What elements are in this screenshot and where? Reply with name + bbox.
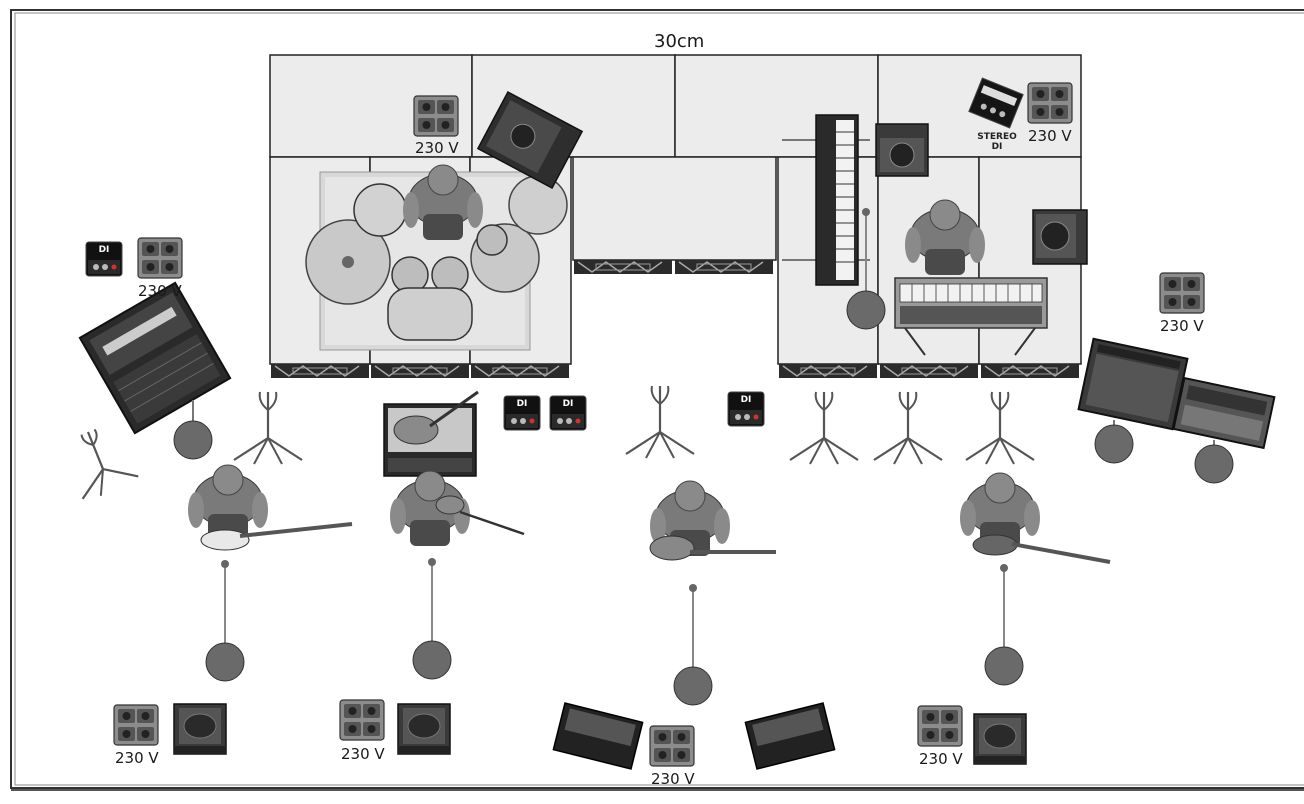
- stereo-di-label: STEREO DI: [977, 132, 1017, 152]
- power-socket-icon: [137, 237, 183, 279]
- power-label: 230 V: [651, 770, 695, 788]
- side-monitor-icon: [1032, 209, 1088, 265]
- power-socket-icon: [339, 699, 385, 741]
- outer-frame: [10, 9, 1304, 791]
- vocal-mic-stand-icon: [412, 557, 452, 680]
- monitor-wedge-icon: [552, 702, 644, 770]
- power-socket-icon: [1027, 82, 1073, 124]
- di-box-label: DI: [516, 399, 528, 409]
- violin-icon: [435, 495, 525, 536]
- stage-width-label: 30cm: [654, 31, 705, 52]
- power-socket-icon: [413, 95, 459, 137]
- bass-amplifier-icon: [78, 281, 232, 435]
- monitor-wedge-icon: [973, 713, 1027, 765]
- power-label: 230 V: [1160, 317, 1204, 335]
- bass-musician-icon: [187, 464, 269, 541]
- power-label: 230 V: [138, 282, 182, 300]
- monitor-wedge-icon: [173, 703, 227, 755]
- vocal-mic-stand-icon: [205, 559, 245, 682]
- boom-stand-icon: [788, 390, 860, 466]
- boom-stand-icon: [624, 384, 696, 460]
- di-box-label: DI: [562, 399, 574, 409]
- boom-stand-icon: [80, 428, 139, 500]
- keyboard-monitor-icon: [875, 123, 929, 177]
- power-socket-icon: [1159, 272, 1205, 314]
- di-box-label: DI: [740, 395, 752, 405]
- bass-guitar-icon: [200, 522, 353, 551]
- boom-stand-icon: [872, 390, 944, 466]
- boom-stand-icon: [232, 390, 304, 466]
- stereo-di-box-icon: [968, 77, 1024, 129]
- power-label: 230 V: [341, 745, 385, 763]
- power-label: 230 V: [115, 749, 159, 767]
- electric-guitar-icon: [972, 534, 1111, 564]
- stage-piano-icon: [782, 114, 870, 286]
- power-label: 230 V: [415, 139, 459, 157]
- monitor-wedge-icon: [744, 702, 836, 770]
- monitor-wedge-icon: [397, 703, 451, 755]
- guitar-amplifier-icon: [1172, 376, 1276, 450]
- violin-case-icon: [383, 390, 479, 477]
- power-label: 230 V: [1028, 127, 1072, 145]
- power-socket-icon: [917, 705, 963, 747]
- keyboard-icon: [894, 277, 1048, 356]
- vocal-mic-stand-icon: [673, 583, 713, 706]
- boom-stand-icon: [964, 390, 1036, 466]
- power-socket-icon: [113, 704, 159, 746]
- guitar-amplifier-icon: [1077, 337, 1189, 431]
- power-label: 230 V: [919, 750, 963, 768]
- vocal-mic-stand-icon: [984, 563, 1024, 686]
- drum-monitor-icon: [476, 91, 584, 189]
- power-socket-icon: [649, 725, 695, 767]
- acoustic-guitar-icon: [649, 535, 776, 561]
- amp-mic-base-icon: [173, 400, 1234, 484]
- di-box-label: DI: [98, 245, 110, 255]
